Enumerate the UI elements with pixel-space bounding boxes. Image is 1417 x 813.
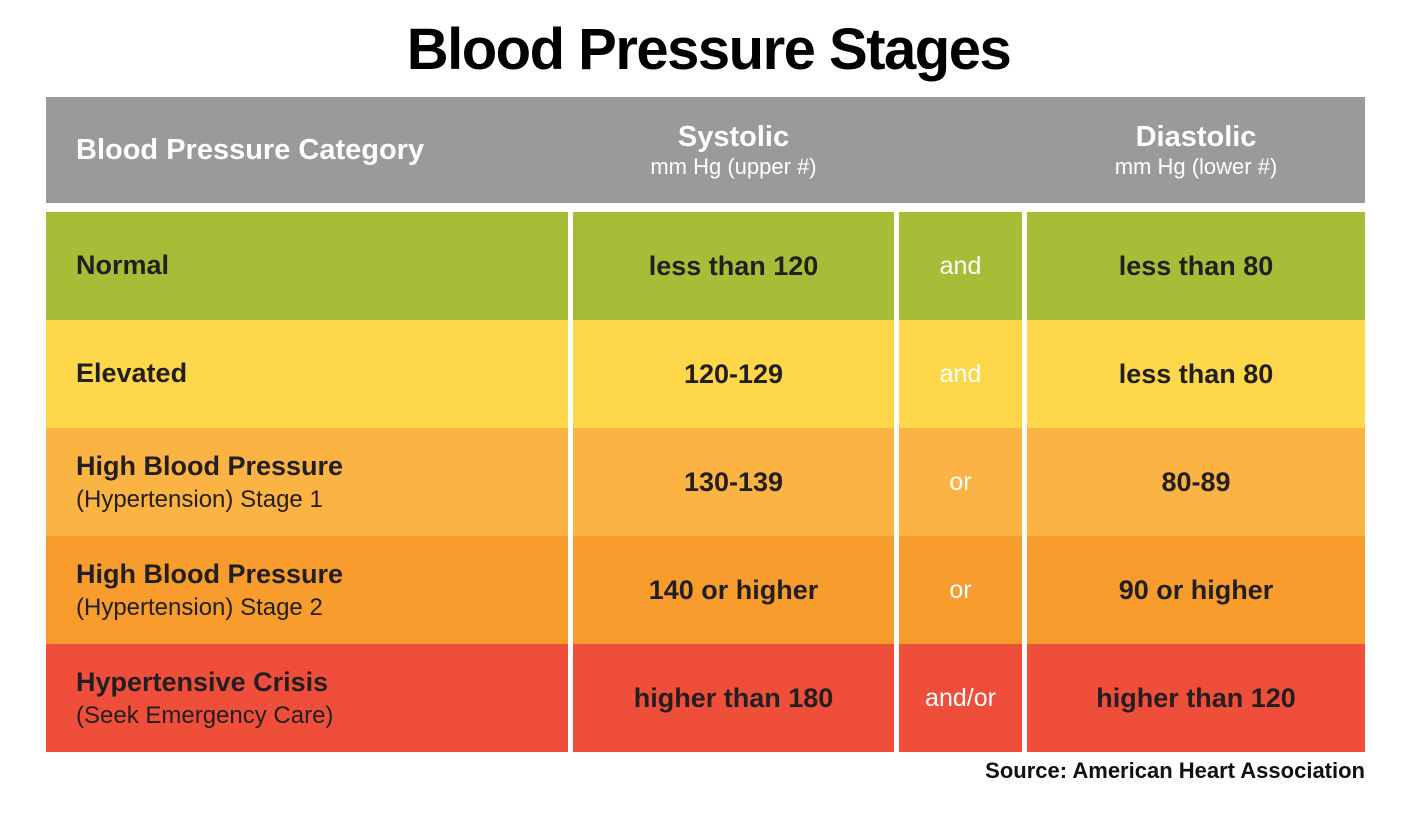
connector-cell: and/or — [899, 644, 1022, 752]
category-name: Hypertensive Crisis — [76, 666, 329, 697]
connector-cell: or — [899, 428, 1022, 536]
header-category-label: Blood Pressure Category — [76, 133, 425, 166]
diastolic-value-cell: 80-89 — [1027, 428, 1365, 536]
table-rows: Normal less than 120 and less than 80 El… — [46, 212, 1365, 752]
systolic-value-cell: 120-129 — [573, 320, 894, 428]
systolic-value-cell: higher than 180 — [573, 644, 894, 752]
table-row: High Blood Pressure (Hypertension) Stage… — [46, 428, 1365, 536]
systolic-value-cell: 140 or higher — [573, 536, 894, 644]
category-cell: High Blood Pressure (Hypertension) Stage… — [46, 536, 568, 644]
diastolic-value-cell: 90 or higher — [1027, 536, 1365, 644]
systolic-value-cell: less than 120 — [573, 212, 894, 320]
category-name: High Blood Pressure — [76, 450, 344, 481]
header-diastolic-title: Diastolic — [1135, 120, 1257, 153]
category-name: Elevated — [76, 358, 188, 389]
diastolic-value-cell: less than 80 — [1027, 320, 1365, 428]
connector-cell: or — [899, 536, 1022, 644]
category-name: Normal — [76, 250, 170, 281]
bp-stages-table: Blood Pressure Category Systolic mm Hg (… — [46, 97, 1365, 752]
header-systolic: Systolic mm Hg (upper #) — [573, 121, 894, 180]
category-cell: Hypertensive Crisis (Seek Emergency Care… — [46, 644, 568, 752]
header-systolic-unit: mm Hg (upper #) — [650, 154, 817, 180]
systolic-value-cell: 130-139 — [573, 428, 894, 536]
category-cell: Elevated — [46, 320, 568, 428]
category-name: High Blood Pressure — [76, 558, 344, 589]
source-attribution: Source: American Heart Association — [985, 758, 1365, 783]
header-diastolic-unit: mm Hg (lower #) — [1114, 154, 1278, 180]
table-row: Hypertensive Crisis (Seek Emergency Care… — [46, 644, 1365, 752]
diastolic-value-cell: higher than 120 — [1027, 644, 1365, 752]
category-subtitle: (Seek Emergency Care) — [76, 701, 334, 729]
table-row: Normal less than 120 and less than 80 — [46, 212, 1365, 320]
page-title: Blood Pressure Stages — [406, 17, 1012, 82]
category-subtitle: (Hypertension) Stage 1 — [76, 485, 323, 513]
connector-cell: and — [899, 320, 1022, 428]
connector-cell: and — [899, 212, 1022, 320]
header-systolic-title: Systolic — [677, 120, 790, 153]
category-cell: High Blood Pressure (Hypertension) Stage… — [46, 428, 568, 536]
header-diastolic: Diastolic mm Hg (lower #) — [1027, 121, 1365, 180]
category-cell: Normal — [46, 212, 568, 320]
table-row: High Blood Pressure (Hypertension) Stage… — [46, 536, 1365, 644]
table-header-row: Blood Pressure Category Systolic mm Hg (… — [46, 97, 1365, 203]
category-subtitle: (Hypertension) Stage 2 — [76, 593, 323, 621]
table-row: Elevated 120-129 and less than 80 — [46, 320, 1365, 428]
diastolic-value-cell: less than 80 — [1027, 212, 1365, 320]
